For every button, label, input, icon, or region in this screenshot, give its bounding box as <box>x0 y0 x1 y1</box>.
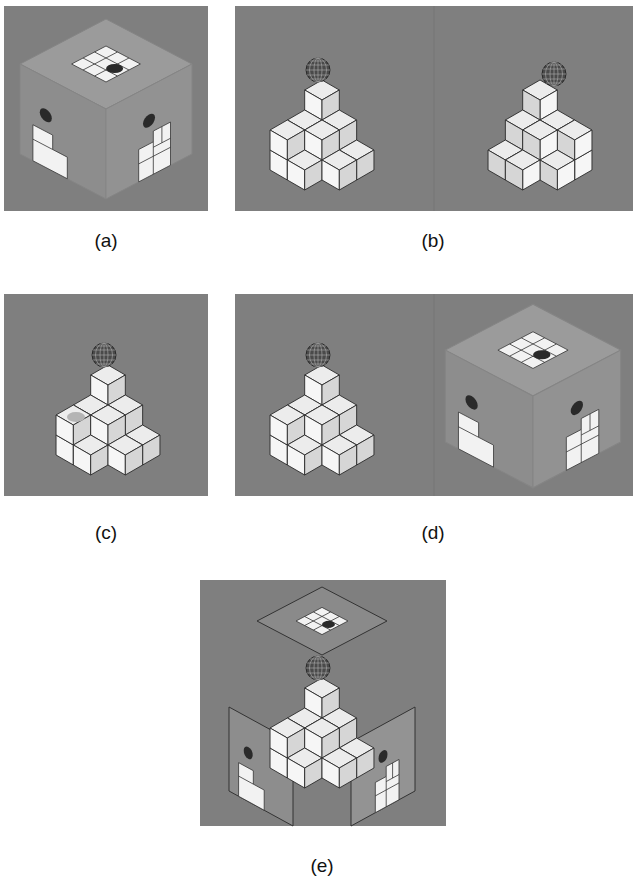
panel-b <box>235 6 633 211</box>
panel-label: (e) <box>310 855 333 877</box>
panel-label: (b) <box>421 230 444 252</box>
panel-a <box>4 6 208 211</box>
panel-c <box>4 294 208 496</box>
panel-label: (c) <box>95 522 117 544</box>
panel-e <box>200 580 446 826</box>
panel-label: (a) <box>94 230 117 252</box>
panel-d <box>235 294 633 496</box>
panel-label: (d) <box>421 522 444 544</box>
